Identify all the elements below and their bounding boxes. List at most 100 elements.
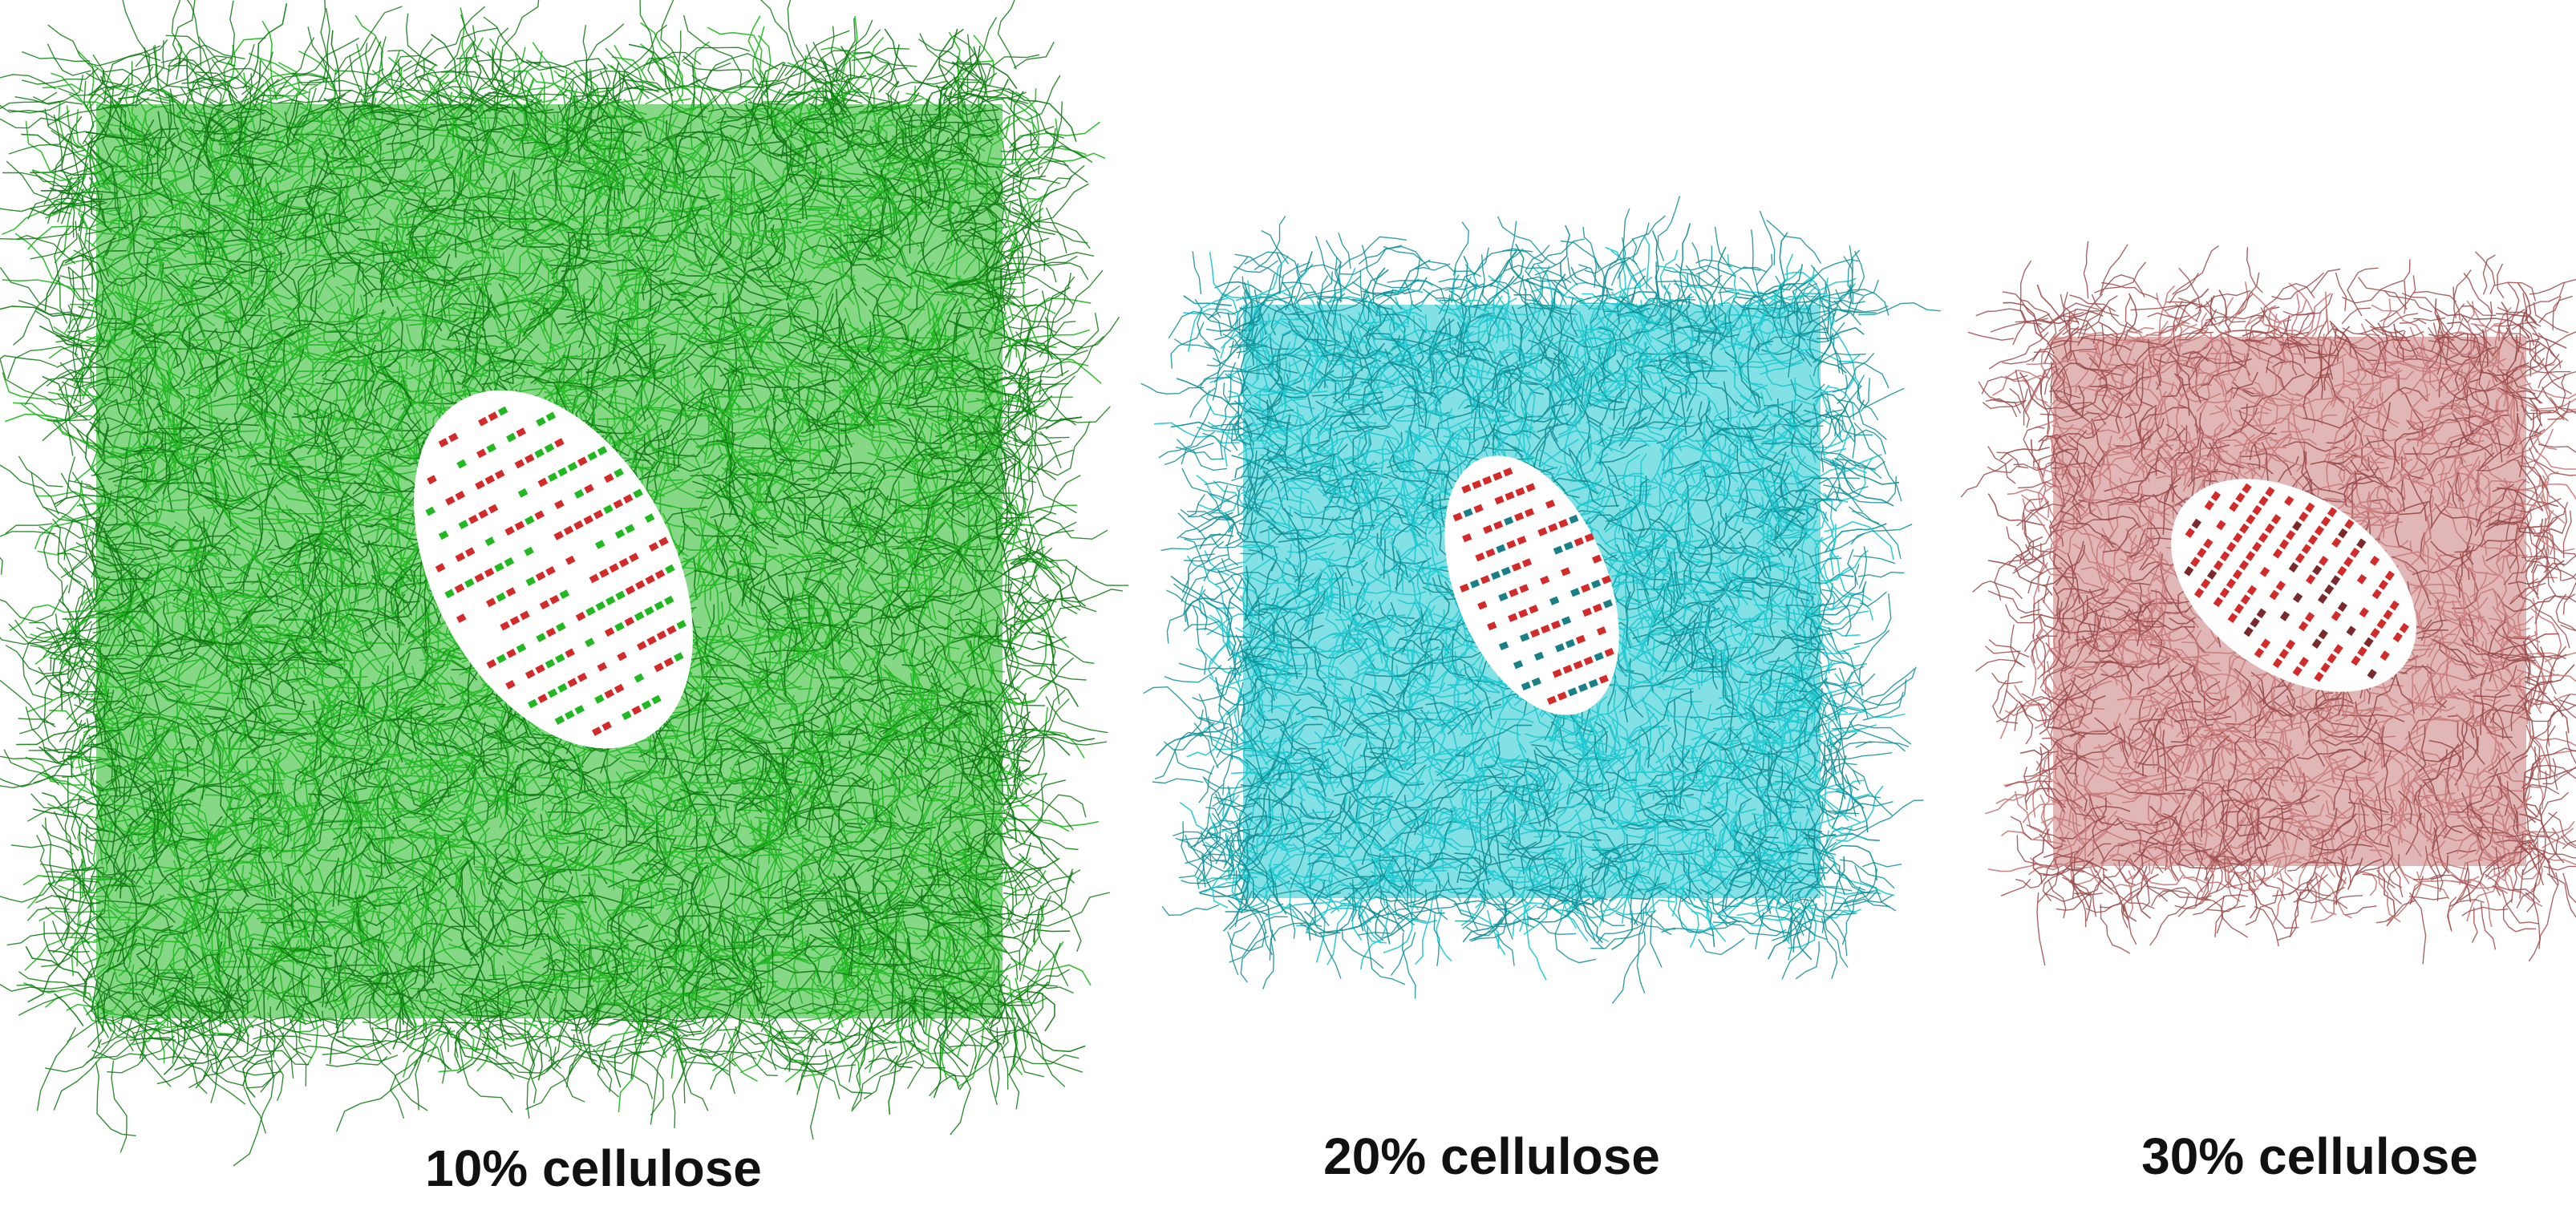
polymer-chain <box>95 472 107 532</box>
polymer-chain <box>583 154 630 239</box>
polymer-chain <box>898 900 977 950</box>
polymer-chain <box>757 706 841 772</box>
polymer-chain <box>619 760 662 793</box>
polymer-chain <box>207 339 228 394</box>
polymer-chain <box>781 213 873 225</box>
polymer-chain <box>602 405 679 472</box>
polymer-chain <box>822 822 866 867</box>
polymer-chain <box>457 1010 537 1026</box>
polymer-chain <box>297 132 305 176</box>
polymer-chain <box>428 666 481 721</box>
polymer-chain <box>945 234 959 295</box>
polymer-chain <box>759 371 793 457</box>
polymer-chain <box>727 262 781 331</box>
polymer-chain <box>822 654 849 706</box>
polymer-chain <box>255 443 321 484</box>
polymer-chain <box>288 891 335 908</box>
polymer-chain <box>869 1022 875 1073</box>
polymer-chain <box>413 200 458 273</box>
polymer-chain <box>255 511 339 520</box>
polymer-chain <box>298 543 360 600</box>
polymer-chain <box>384 544 412 582</box>
polymer-chain <box>160 132 176 211</box>
polymer-chain <box>480 198 530 227</box>
polymer-chain <box>990 662 1058 706</box>
polymer-chain <box>32 808 81 819</box>
polymer-chain <box>235 698 308 736</box>
polymer-chain <box>262 677 317 706</box>
polymer-chain <box>797 287 855 356</box>
polymer-chain <box>1015 338 1102 384</box>
polymer-chain <box>124 482 213 516</box>
polymer-chain <box>805 362 829 432</box>
polymer-chain <box>658 770 747 785</box>
polymer-chain <box>881 856 905 941</box>
polymer-chain <box>548 155 587 207</box>
polymer-chain <box>908 1002 969 1067</box>
polymer-chain <box>298 704 361 744</box>
polymer-chain <box>494 814 527 886</box>
polymer-chain <box>316 370 352 456</box>
polymer-chain <box>573 824 628 864</box>
polymer-chain <box>231 789 279 827</box>
polymer-chain <box>385 752 475 779</box>
polymer-chain <box>946 168 1011 232</box>
polymer-chain <box>665 880 690 925</box>
polymer-chain <box>140 431 170 486</box>
polymer-chain <box>655 428 666 470</box>
polymer-chain <box>934 952 995 994</box>
polymer-chain <box>674 150 702 220</box>
polymer-chain <box>174 618 216 681</box>
polymer-chain <box>724 79 752 106</box>
polymer-chain <box>640 306 658 422</box>
polymer-chain <box>427 769 476 806</box>
polymer-chain <box>719 560 766 622</box>
polymer-chain <box>259 662 305 702</box>
polymer-chain <box>726 261 782 288</box>
polymer-chain <box>703 297 739 316</box>
polymer-chain <box>377 921 389 989</box>
polymer-chain <box>984 344 1063 377</box>
polymer-chain <box>908 418 949 487</box>
polymer-chain <box>295 198 333 261</box>
polymer-chain <box>188 721 224 753</box>
polymer-chain <box>342 188 372 226</box>
polymer-chain <box>48 657 106 698</box>
polymer-chain <box>942 985 971 1021</box>
polymer-chain <box>525 747 598 796</box>
polymer-chain <box>917 537 992 551</box>
polymer-chain <box>140 678 192 689</box>
polymer-chain <box>273 212 302 241</box>
polymer-chain <box>605 101 624 149</box>
polymer-chain <box>640 43 699 101</box>
polymer-chain <box>725 250 743 313</box>
polymer-chain <box>602 762 628 846</box>
polymer-chain <box>771 498 786 542</box>
polymer-chain <box>572 100 634 152</box>
polymer-chain <box>202 815 223 920</box>
polymer-chain <box>643 233 706 257</box>
polymer-chain <box>273 876 326 947</box>
polymer-chain <box>193 617 208 680</box>
polymer-chain <box>755 865 780 926</box>
polymer-chain <box>989 341 1027 386</box>
polymer-chain <box>962 763 1010 818</box>
polymer-chain <box>716 538 753 627</box>
polymer-chain <box>423 670 495 709</box>
polymer-chain <box>905 261 941 285</box>
polymer-chain <box>739 431 795 500</box>
polymer-chain <box>438 276 531 302</box>
polymer-chain <box>131 93 160 159</box>
polymer-chain <box>978 608 985 661</box>
polymer-chain <box>578 894 654 909</box>
polymer-chain <box>454 1018 472 1071</box>
polymer-chain <box>187 411 260 427</box>
polymer-chain <box>35 491 139 508</box>
polymer-chain <box>554 101 579 201</box>
polymer-chain <box>342 857 377 940</box>
polymer-chain <box>387 716 424 748</box>
polymer-chain <box>954 420 994 447</box>
polymer-chain <box>922 160 946 257</box>
polymer-chain <box>719 711 776 759</box>
polymer-chain <box>490 868 566 884</box>
